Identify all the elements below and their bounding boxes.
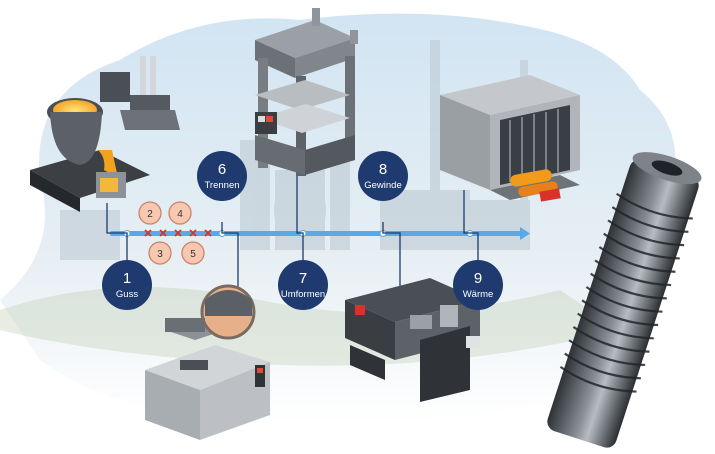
cutting-saw-icon (145, 284, 270, 440)
step-8-badge: 8 Gewinde (358, 151, 408, 201)
step-6-badge: 6 Trennen (197, 151, 247, 201)
sub-step-5: 5 (181, 241, 205, 265)
step-6-number: 6 (218, 161, 226, 178)
step-1-badge: 1 Guss (102, 260, 152, 310)
sub-step-2: 2 (138, 201, 162, 225)
foundry-ladle-icon (30, 56, 180, 212)
step-1-label: Guss (116, 289, 138, 300)
step-9-badge: 9 Wärme (453, 260, 503, 310)
furnace-icon (440, 75, 580, 202)
sub-steps: 2 4 3 5 (138, 201, 212, 265)
step-6-label: Trennen (204, 180, 239, 191)
forging-press-icon (255, 8, 358, 176)
step-9-number: 9 (474, 270, 482, 287)
sub-step-2-label: 2 (147, 209, 153, 220)
cross-marks (144, 229, 212, 237)
sub-step-3-label: 3 (157, 249, 163, 260)
leader-lines (106, 175, 479, 300)
sub-step-4-label: 4 (177, 209, 183, 220)
sub-step-4: 4 (168, 201, 192, 225)
threaded-shaft-icon (547, 152, 702, 448)
step-1-number: 1 (123, 270, 131, 287)
sub-step-5-label: 5 (190, 249, 196, 260)
step-7-number: 7 (299, 270, 307, 287)
step-8-number: 8 (379, 161, 387, 178)
step-7-badge: 7 Umformen (278, 260, 328, 310)
lathe-icon (345, 278, 480, 402)
sub-step-3: 3 (148, 241, 172, 265)
step-7-label: Umformen (281, 289, 325, 300)
step-9-label: Wärme (463, 289, 494, 300)
step-8-label: Gewinde (364, 180, 402, 191)
